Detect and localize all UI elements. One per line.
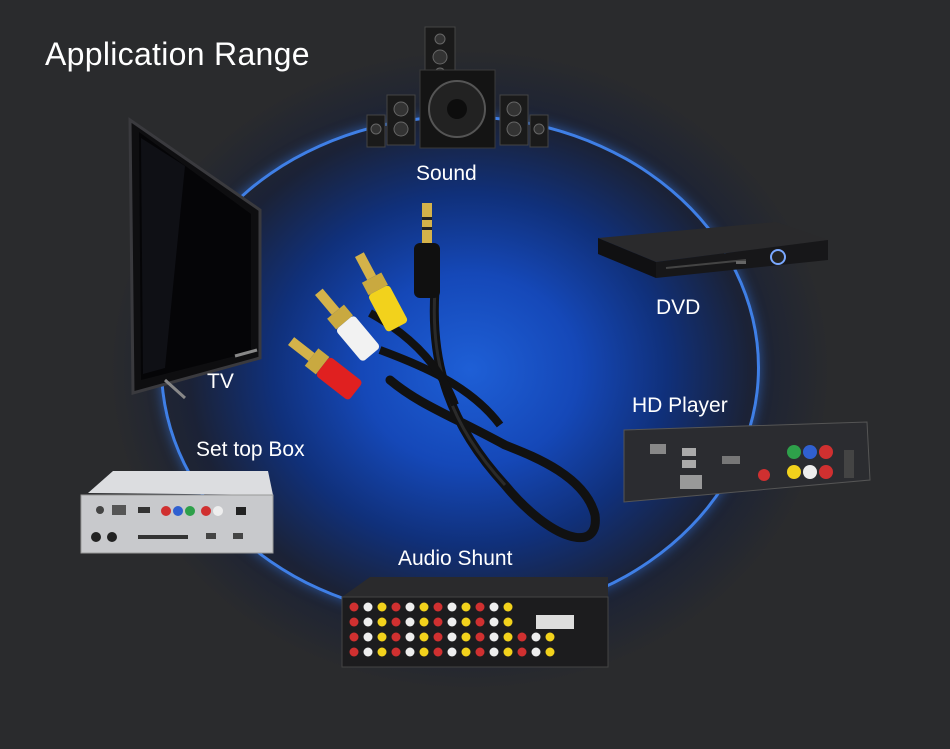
- set-top-box-label: Set top Box: [196, 438, 305, 461]
- page-title: Application Range: [45, 36, 310, 72]
- rca-jack: [377, 647, 387, 657]
- rca-jack: [391, 632, 401, 642]
- rca-jack: [377, 602, 387, 612]
- rca-jack: [503, 647, 513, 657]
- rca-jack: [461, 647, 471, 657]
- rca-jack: [363, 647, 373, 657]
- rca-jack: [419, 632, 429, 642]
- rca-jack: [447, 632, 457, 642]
- rca-jack: [391, 647, 401, 657]
- tv-image: [128, 117, 262, 400]
- av-cable-image: [288, 203, 600, 543]
- dvd-player-image: [598, 222, 828, 278]
- rca-jack: [489, 617, 499, 627]
- dvd-label: DVD: [656, 296, 701, 319]
- rca-jack: [461, 602, 471, 612]
- rca-jack: [349, 602, 359, 612]
- rca-jack: [503, 632, 513, 642]
- rca-jack: [517, 632, 527, 642]
- rca-jack: [405, 617, 415, 627]
- rca-jack: [433, 632, 443, 642]
- set-top-box-image: [80, 471, 274, 554]
- rca-jack: [433, 602, 443, 612]
- rca-jack: [475, 617, 485, 627]
- rca-jack: [461, 617, 471, 627]
- audio-shunt-image: [341, 577, 609, 668]
- sound-label: Sound: [416, 162, 477, 185]
- rca-jack: [503, 617, 513, 627]
- rca-jack: [363, 602, 373, 612]
- rca-jack: [447, 647, 457, 657]
- rca-jack: [419, 602, 429, 612]
- rca-jack: [391, 602, 401, 612]
- rca-jack: [405, 602, 415, 612]
- rca-jack: [405, 632, 415, 642]
- speaker-system-image: [366, 26, 549, 149]
- rca-jack: [475, 602, 485, 612]
- tv-label: TV: [207, 370, 234, 393]
- rca-jack: [363, 617, 373, 627]
- rca-jack: [377, 617, 387, 627]
- rca-jack: [461, 632, 471, 642]
- rca-jack: [349, 647, 359, 657]
- rca-jack: [349, 632, 359, 642]
- rca-jack: [363, 632, 373, 642]
- rca-jack: [377, 632, 387, 642]
- rca-jack: [405, 647, 415, 657]
- rca-jack: [447, 617, 457, 627]
- rca-jack: [489, 647, 499, 657]
- rca-jack: [475, 632, 485, 642]
- rca-jack: [419, 647, 429, 657]
- rca-jack: [517, 647, 527, 657]
- rca-jack: [419, 617, 429, 627]
- hd-player-label: HD Player: [632, 394, 728, 417]
- rca-jack: [475, 647, 485, 657]
- rca-jack: [433, 617, 443, 627]
- rca-jack: [433, 647, 443, 657]
- audio-shunt-label: Audio Shunt: [398, 547, 513, 570]
- rca-jack: [447, 602, 457, 612]
- rca-jack: [531, 632, 541, 642]
- rca-jack: [545, 647, 555, 657]
- rca-jack: [489, 632, 499, 642]
- rca-jack: [391, 617, 401, 627]
- hd-player-image: [623, 421, 871, 503]
- rca-jack: [503, 602, 513, 612]
- rca-jack: [489, 602, 499, 612]
- rca-jack: [545, 632, 555, 642]
- rca-jack: [531, 647, 541, 657]
- rca-jack: [349, 617, 359, 627]
